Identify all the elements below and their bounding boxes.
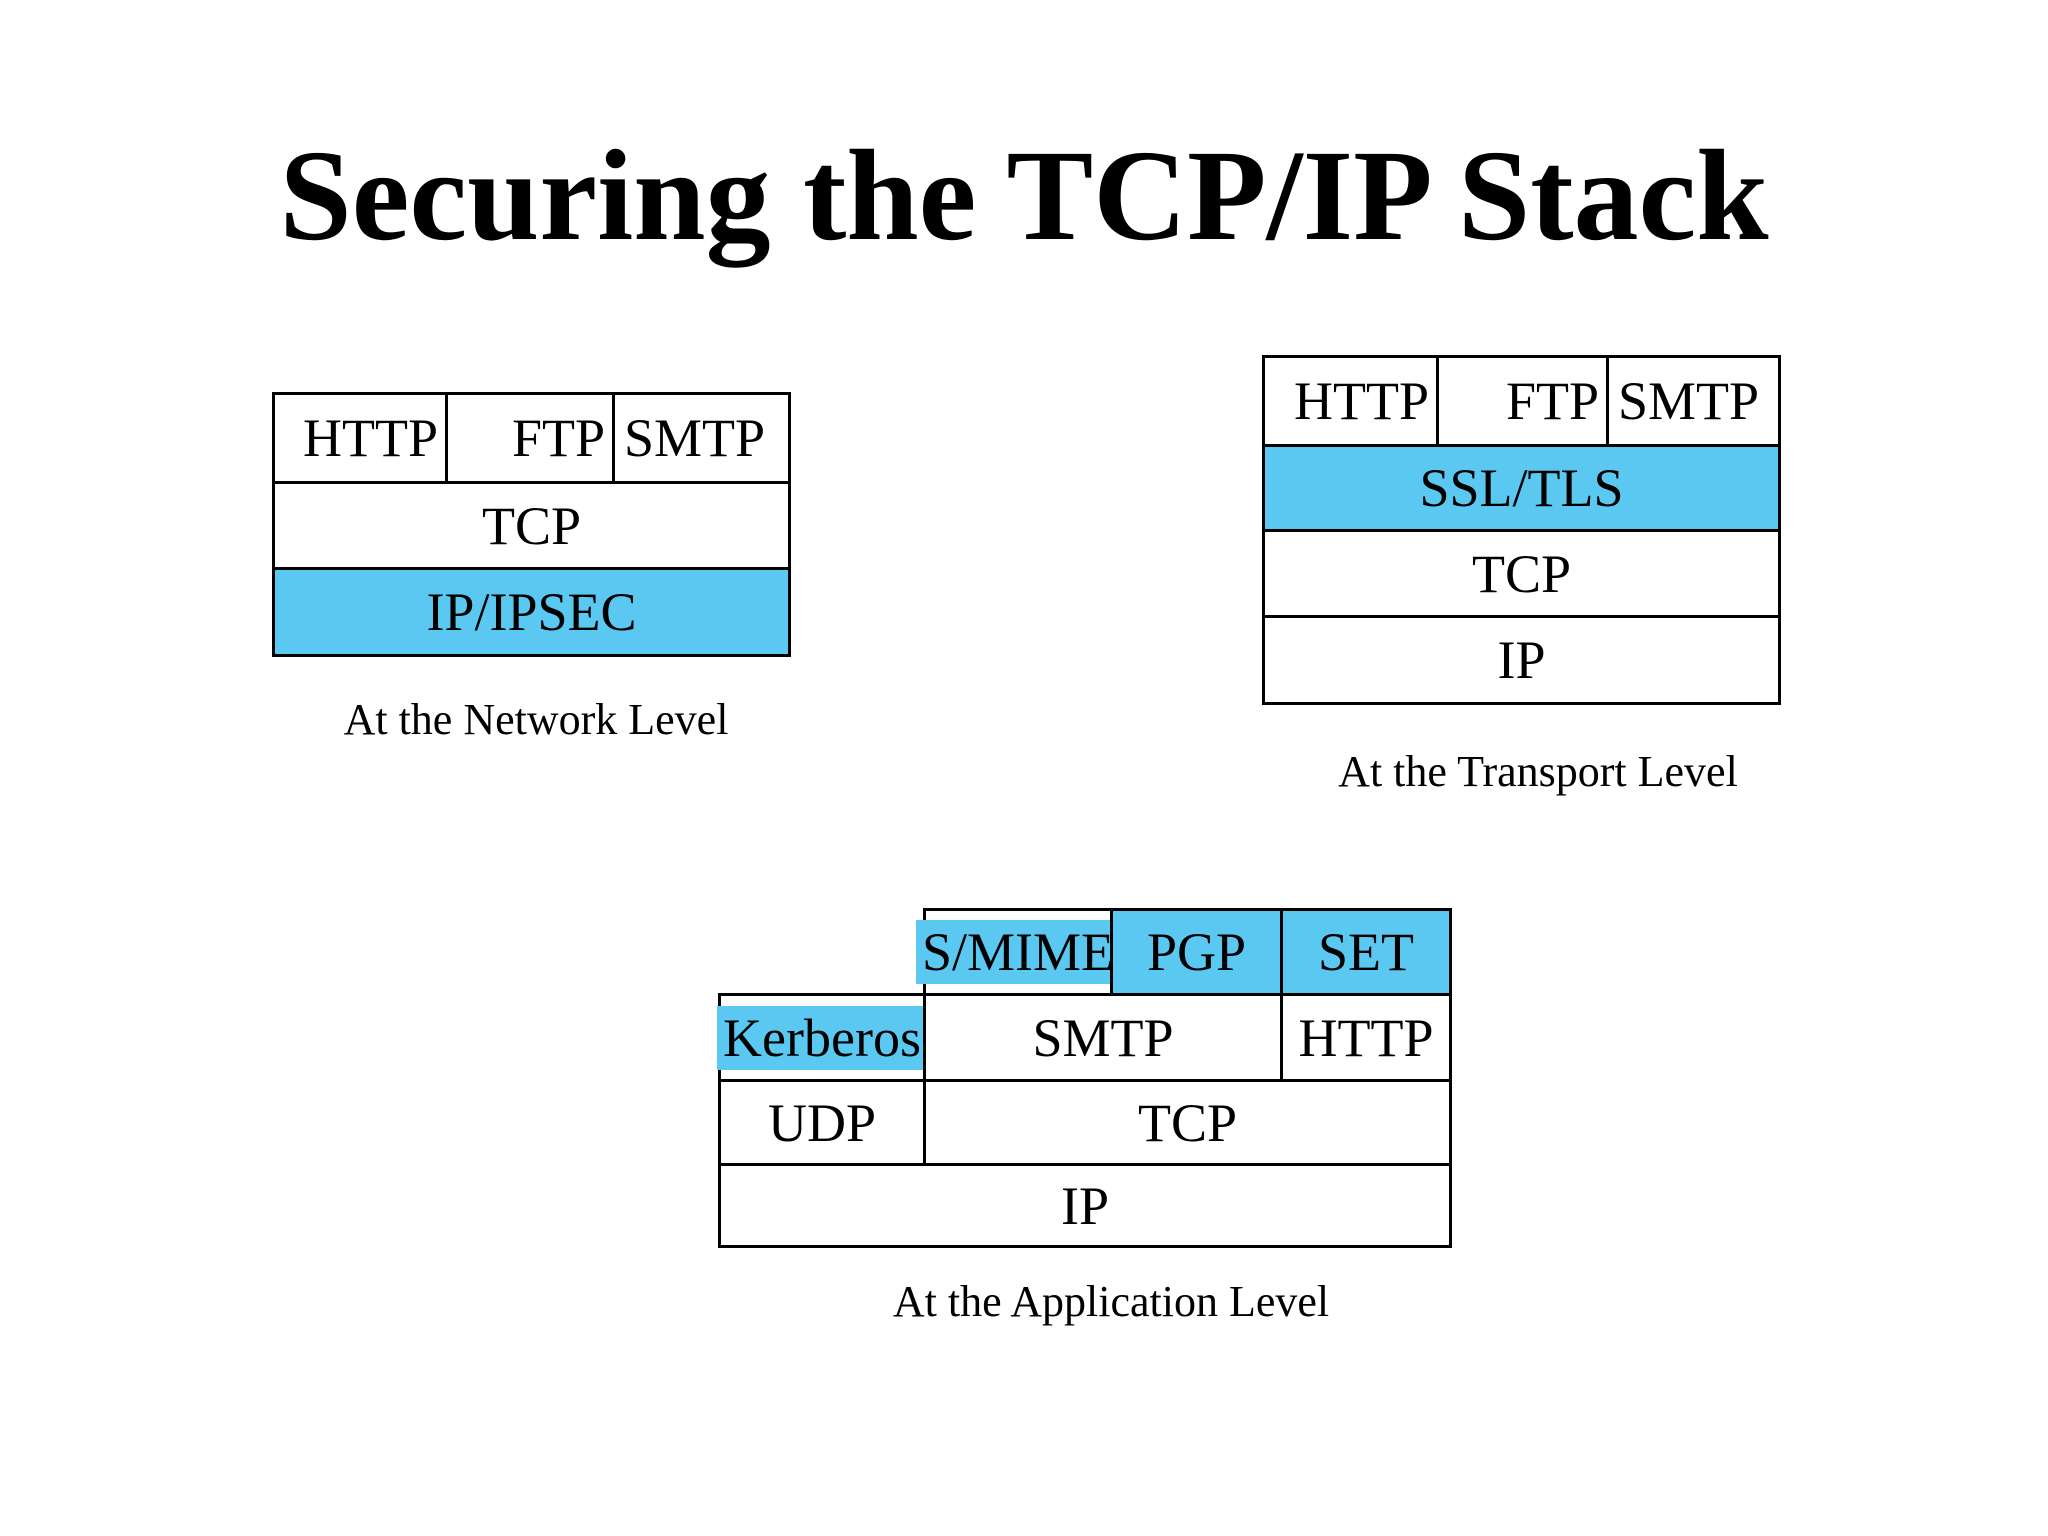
application-empty-corner <box>718 908 923 993</box>
application-cell-http: HTTP <box>1280 993 1452 1079</box>
application-level-caption: At the Application Level <box>892 1277 1330 1326</box>
network-cell-ip-ipsec: IP/IPSEC <box>275 567 788 654</box>
slide-title: Securing the TCP/IP Stack <box>279 124 1769 268</box>
application-cell-smime: S/MIME <box>915 908 1121 993</box>
transport-level-caption: At the Transport Level <box>1338 747 1738 796</box>
application-stack-table: S/MIME PGP SET Kerberos SMTP HTTP UDP TC… <box>717 908 1452 1248</box>
network-stack-table: HTTP FTP SMTP TCP IP/IPSEC <box>272 392 791 657</box>
transport-stack-table: HTTP FTP SMTP SSL/TLS TCP IP <box>1262 355 1781 705</box>
network-level-caption: At the Network Level <box>343 695 729 744</box>
application-cell-ip: IP <box>718 1163 1452 1248</box>
network-cell-http: HTTP <box>275 395 445 481</box>
smime-highlight: S/MIME <box>915 920 1121 984</box>
network-cell-tcp: TCP <box>275 481 788 567</box>
application-cell-udp: UDP <box>718 1079 923 1163</box>
transport-cell-ssl-tls: SSL/TLS <box>1265 444 1778 529</box>
transport-cell-ip: IP <box>1265 615 1778 702</box>
application-cell-kerberos: Kerberos <box>717 993 927 1079</box>
network-cell-ftp: FTP <box>445 395 612 481</box>
application-cell-tcp: TCP <box>923 1079 1452 1163</box>
transport-cell-ftp: FTP <box>1436 358 1606 444</box>
transport-cell-http: HTTP <box>1265 358 1436 444</box>
kerberos-highlight: Kerberos <box>717 1005 927 1070</box>
transport-cell-smtp: SMTP <box>1606 358 1778 444</box>
network-cell-smtp: SMTP <box>612 395 788 481</box>
application-cell-pgp: PGP <box>1110 908 1280 993</box>
application-cell-set: SET <box>1280 908 1452 993</box>
transport-cell-tcp: TCP <box>1265 529 1778 615</box>
application-cell-smtp: SMTP <box>923 993 1280 1079</box>
